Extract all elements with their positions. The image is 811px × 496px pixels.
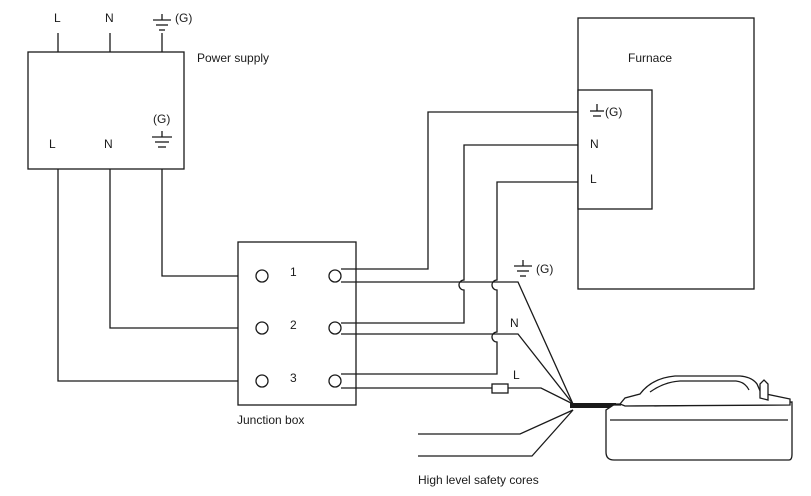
junction-box: 1 2 3 Junction box	[237, 241, 357, 427]
safety-cores-label: High level safety cores	[418, 473, 539, 487]
junction-box-label: Junction box	[237, 413, 304, 427]
supply-out-n-label: N	[104, 137, 113, 151]
supply-in-ground-label: (G)	[175, 11, 192, 25]
furnace-ground-label: (G)	[605, 105, 622, 119]
junction-terminal-1-label: 1	[290, 265, 297, 279]
junction-terminal	[328, 269, 342, 283]
supply-in-n-label: N	[105, 11, 114, 25]
junction-to-furnace-wires	[341, 111, 578, 375]
junction-terminal-2-label: 2	[290, 318, 297, 332]
ground-icon	[152, 131, 172, 148]
ground-icon	[153, 14, 171, 31]
safety-core-wires: (G) N L High level safety cores	[341, 260, 616, 487]
core-neutral-label: N	[510, 316, 519, 330]
furnace-l-label: L	[590, 172, 597, 186]
supply-to-junction-wires	[57, 169, 256, 382]
power-supply-box	[27, 51, 185, 170]
junction-terminal	[328, 374, 342, 388]
junction-terminal	[255, 374, 269, 388]
fuse-icon	[491, 383, 509, 394]
furnace: Furnace (G) N L	[577, 17, 755, 290]
supply-out-l-label: L	[49, 137, 56, 151]
supply-out-ground-label: (G)	[153, 112, 170, 126]
telephone-icon	[601, 375, 793, 461]
junction-terminal	[255, 321, 269, 335]
junction-terminal	[255, 269, 269, 283]
ground-icon	[514, 260, 532, 277]
junction-terminal-3-label: 3	[290, 371, 297, 385]
supply-in-l-label: L	[54, 11, 61, 25]
power-supply: L N (G) Power supply L N (G)	[27, 11, 269, 170]
junction-terminal	[328, 321, 342, 335]
core-ground-label: (G)	[536, 262, 553, 276]
furnace-n-label: N	[590, 137, 599, 151]
ground-icon	[590, 104, 604, 117]
furnace-terminal-block	[577, 89, 653, 210]
core-live-label: L	[513, 368, 520, 382]
cable-bundle	[570, 403, 616, 408]
furnace-label: Furnace	[628, 51, 672, 65]
power-supply-label: Power supply	[197, 51, 269, 65]
